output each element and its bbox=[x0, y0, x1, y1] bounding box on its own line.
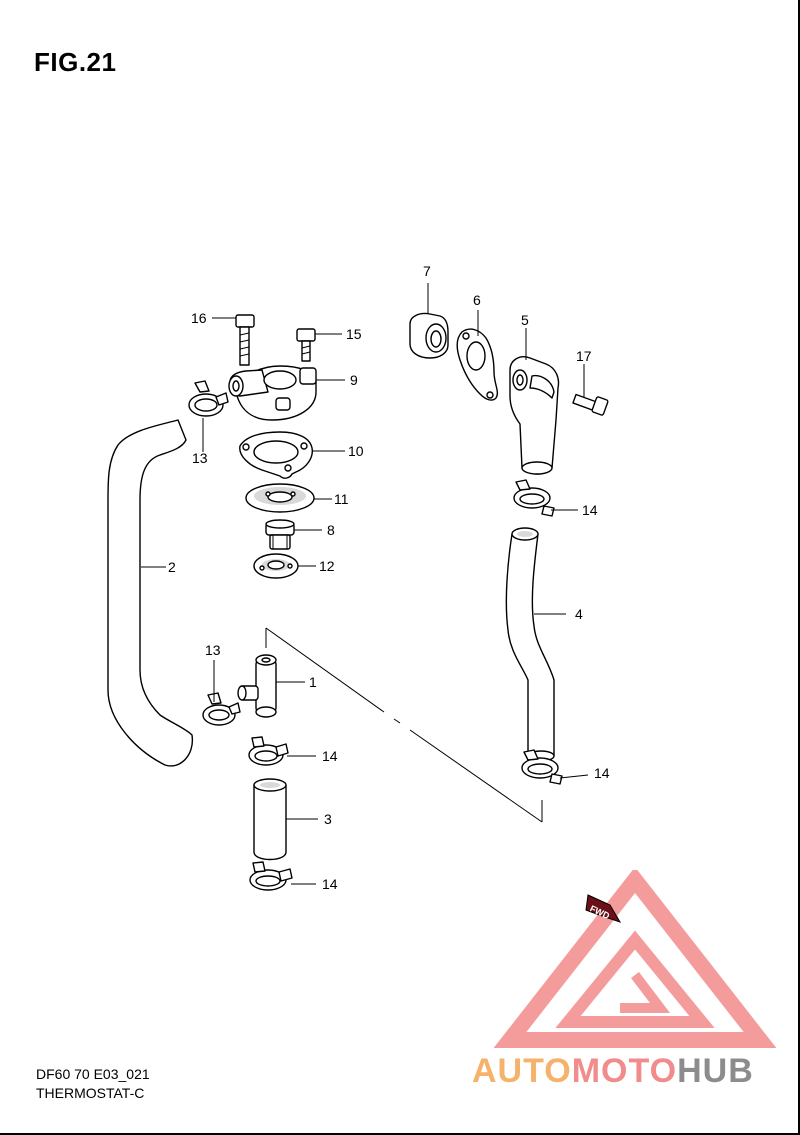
assembly-line bbox=[265, 627, 543, 823]
joint-1 bbox=[237, 654, 305, 718]
seal-11 bbox=[245, 483, 332, 513]
bolt-17 bbox=[572, 364, 609, 416]
model-code: DF60 70 E03_021 bbox=[36, 1066, 150, 1082]
callout-13-upper: 13 bbox=[192, 450, 208, 466]
hose-3 bbox=[253, 778, 318, 861]
cap-7 bbox=[409, 283, 449, 359]
callout-9: 9 bbox=[350, 372, 358, 388]
callout-17: 17 bbox=[576, 348, 592, 364]
callout-8: 8 bbox=[327, 522, 335, 538]
callout-6: 6 bbox=[473, 292, 481, 308]
callout-14-b: 14 bbox=[322, 876, 338, 892]
clamp-14-d bbox=[521, 749, 589, 785]
callout-12: 12 bbox=[319, 558, 335, 574]
gasket-6 bbox=[456, 310, 499, 401]
callout-14-d: 14 bbox=[594, 765, 610, 781]
callout-5: 5 bbox=[521, 312, 529, 328]
clamp-14-a bbox=[248, 736, 316, 766]
clamp-13-lower bbox=[202, 660, 241, 726]
outlet-5 bbox=[509, 328, 560, 475]
callout-13-lower: 13 bbox=[205, 642, 221, 658]
section-name: THERMOSTAT-C bbox=[36, 1085, 145, 1101]
bolt-16 bbox=[212, 314, 255, 366]
logo-triangle bbox=[493, 870, 777, 1048]
callout-4: 4 bbox=[575, 606, 583, 622]
gasket-10 bbox=[239, 431, 345, 479]
clamp-14-b bbox=[249, 861, 316, 891]
thermostat-8 bbox=[265, 519, 322, 550]
callout-15: 15 bbox=[346, 326, 362, 342]
callout-2: 2 bbox=[168, 559, 176, 575]
callout-3: 3 bbox=[324, 811, 332, 827]
brand-wordmark: AUTOMOTOHUB bbox=[472, 1052, 754, 1090]
hose-2 bbox=[107, 419, 194, 767]
callout-10: 10 bbox=[348, 443, 364, 459]
callout-14-c: 14 bbox=[582, 502, 598, 518]
figure-title: FIG.21 bbox=[34, 47, 117, 77]
callout-7: 7 bbox=[423, 263, 431, 279]
callout-1: 1 bbox=[309, 674, 317, 690]
seal-12 bbox=[253, 553, 316, 579]
hose-4 bbox=[505, 527, 566, 762]
thermostat-cover-9 bbox=[228, 365, 345, 421]
callout-11: 11 bbox=[334, 491, 349, 507]
clamp-14-c bbox=[513, 479, 578, 517]
brand-logo: FWD AUTOMOTOHUB bbox=[472, 870, 777, 1090]
callout-14-a: 14 bbox=[322, 748, 338, 764]
callout-16: 16 bbox=[191, 310, 207, 326]
clamp-13-upper bbox=[188, 380, 229, 452]
bolt-15 bbox=[296, 328, 342, 362]
